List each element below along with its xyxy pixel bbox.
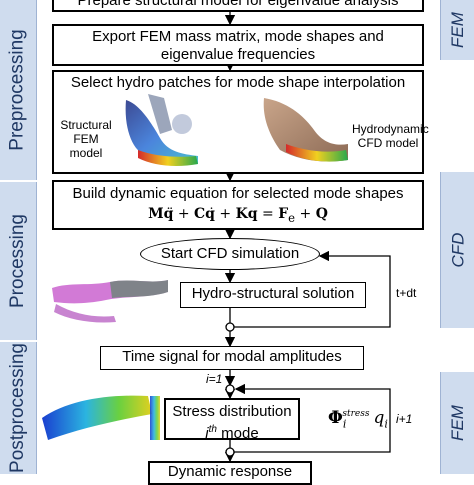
- step-export-line2: eigenvalue frequencies: [160, 46, 316, 63]
- hydro-structural-image: [52, 280, 168, 323]
- node-time-loop: [225, 322, 235, 332]
- i-start-label: i=1: [206, 372, 223, 386]
- step-hydro-structural-text: Hydro-structural solution: [191, 285, 355, 302]
- step-build: Build dynamic equation for selected mode…: [52, 180, 424, 230]
- step-dynamic-response-text: Dynamic response: [167, 463, 293, 480]
- step-prepare: Prepare structural model for eigenvalue …: [52, 0, 424, 12]
- step-stress-line2: ith mode: [205, 424, 259, 442]
- dynamic-equation: Mq̈ + Cq̇ + Kq = Fe + Q: [148, 206, 328, 225]
- step-dynamic-response: Dynamic response: [148, 461, 312, 485]
- step-stress: Stress distribution ith mode: [164, 398, 300, 442]
- i-next-label: i+1: [396, 412, 413, 426]
- step-export-line1: Export FEM mass matrix, mode shapes and: [92, 28, 384, 45]
- node-mode-loop: [225, 447, 235, 457]
- method-fem-bottom: FEM: [440, 372, 474, 474]
- hydrodynamic-cfd-model-image: [263, 98, 348, 162]
- hydrodynamic-model-label: Hydrodynamic CFD model: [352, 122, 429, 150]
- step-time-signal: Time signal for modal amplitudes: [100, 346, 364, 370]
- method-cfd: CFD: [440, 172, 474, 328]
- step-select-text: Select hydro patches for mode shape inte…: [70, 74, 406, 91]
- loop-time-step: [234, 250, 391, 328]
- step-time-signal-text: Time signal for modal amplitudes: [122, 348, 342, 365]
- stress-distribution-image: [42, 395, 160, 440]
- loop-next-mode: [234, 383, 391, 453]
- phase-postprocessing: Postprocessing: [0, 342, 37, 474]
- step-prepare-text: Prepare structural model for eigenvalue …: [77, 0, 399, 9]
- structural-model-label: Structural FEM model: [60, 118, 112, 160]
- time-step-label: t+dt: [396, 286, 417, 300]
- step-select: Select hydro patches for mode shape inte…: [52, 70, 424, 174]
- step-stress-line1: Stress distribution: [172, 403, 292, 420]
- phase-processing: Processing: [0, 182, 37, 340]
- step-hydro-structural: Hydro-structural solution: [180, 282, 366, 308]
- method-fem-top: FEM: [440, 0, 474, 60]
- step-build-text: Build dynamic equation for selected mode…: [72, 185, 404, 202]
- step-export: Export FEM mass matrix, mode shapes and …: [52, 24, 424, 66]
- structural-fem-model-image: [125, 94, 198, 166]
- phase-preprocessing: Preprocessing: [0, 0, 37, 180]
- step-start-cfd: Start CFD simulation: [140, 238, 320, 270]
- node-mode-start: [225, 384, 235, 394]
- step-start-cfd-text: Start CFD simulation: [160, 245, 300, 262]
